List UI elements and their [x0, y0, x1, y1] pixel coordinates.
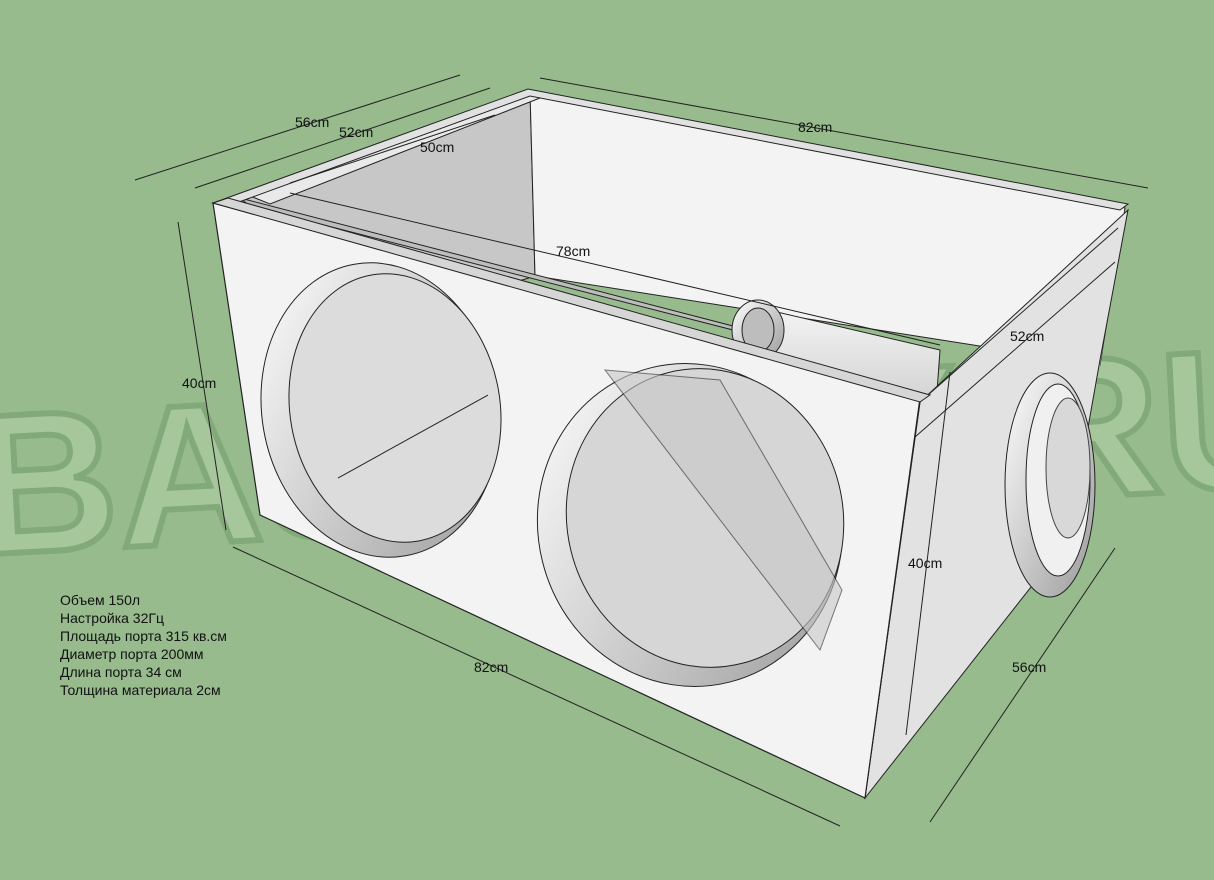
dim-inner-width: 78cm: [556, 243, 590, 259]
speaker-cutout-left: [260, 262, 502, 558]
spec-tuning: Настройка 32Гц: [60, 610, 164, 626]
spec-port-area: Площадь порта 315 кв.см: [60, 628, 227, 644]
spec-port-length: Длина порта 34 см: [60, 664, 182, 680]
side-port-opening: [1004, 372, 1096, 598]
dim-side-outer-depth: 56cm: [1012, 659, 1046, 675]
dim-outer-width-bottom: 82cm: [474, 659, 508, 675]
dim-inner-depth: 52cm: [339, 124, 373, 140]
spec-volume: Объем 150л: [60, 592, 141, 608]
dim-height-right: 40cm: [908, 555, 942, 571]
right-inner-edge: [919, 227, 1119, 403]
dim-partition-depth: 50cm: [420, 139, 454, 155]
speaker-cutout-right: [536, 363, 845, 687]
front-panel-top-edge: [211, 197, 932, 403]
box-specifications: Объем 150л Настройка 32Гц Площадь порта …: [60, 591, 227, 699]
spec-material-thickness: Толщина материала 2см: [60, 682, 221, 698]
dim-side-inner-depth: 52cm: [1010, 328, 1044, 344]
dim-height-left: 40cm: [182, 375, 216, 391]
dim-outer-width-top: 82cm: [798, 119, 832, 135]
dimension-lines: [134, 74, 1149, 827]
spec-port-diameter: Диаметр порта 200мм: [60, 646, 204, 662]
dim-outer-depth: 56cm: [295, 114, 329, 130]
